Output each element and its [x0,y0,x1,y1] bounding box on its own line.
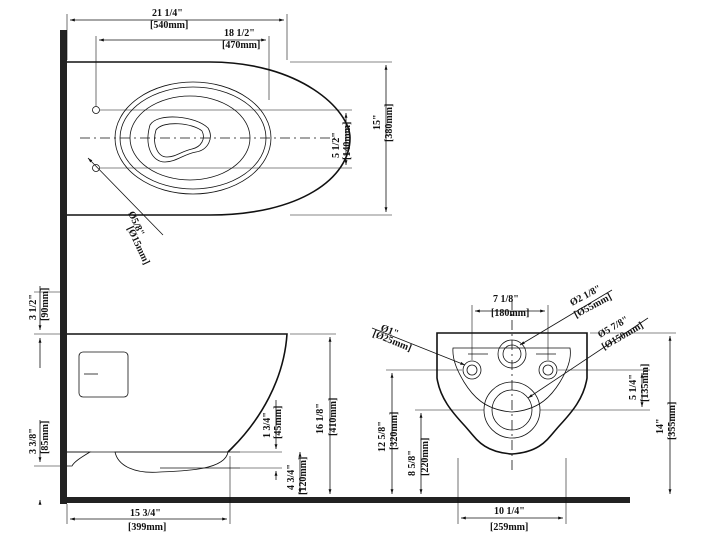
bolt-spacing-in: 5 1/2" [331,132,342,158]
bottom-offset-in: 3 3/8" [28,428,39,454]
side-view: 3 1/2" [90mm] 16 1/8" [410mm] 1 3/4" [45… [28,286,339,533]
tank-plate [78,351,129,398]
outlet-height-in: 4 3/4" [286,464,297,490]
floor-line [60,497,630,503]
bolt-spacing-mm: [140mm] [342,122,353,160]
bolt-hole-top [92,106,100,114]
projection-in: 15 3/4" [130,508,161,519]
stud-outlet-mm: [135mm] [640,364,651,402]
height-in: 16 1/8" [315,403,326,434]
bolt-front-in: 18 1/2" [224,28,255,39]
outlet-center-mm: [220mm] [420,438,431,476]
height-mm: [410mm] [328,398,339,436]
width-mm: [380mm] [384,104,395,142]
bolt-hole-mm: [Ø15mm] [124,225,151,267]
outlet-center-in: 8 5/8" [407,450,418,476]
top-view: 21 1/4" [540mm] 18 1/2" [470mm] 5 1/2" [… [66,8,395,267]
wall-line [60,30,67,504]
stud-height-mm: [320mm] [389,412,400,450]
projection-mm: [399mm] [128,522,166,533]
rear-height-mm: [355mm] [667,402,678,440]
stud-spacing-mm: [180mm] [491,308,529,319]
overall-length-mm: [540mm] [150,20,188,31]
stud-right [538,360,558,380]
outlet-rise-mm: [45mm] [273,406,284,439]
bottom-offset-mm: [85mm] [40,421,51,454]
bolt-front-mm: [470mm] [222,40,260,51]
outlet-height-mm: [120mm] [298,457,309,495]
stud-spacing-in: 7 1/8" [493,294,519,305]
bowl-outline [67,61,351,216]
rear-width-in: 10 1/4" [494,506,525,517]
rear-width-mm: [259mm] [490,522,528,533]
outlet-rise-in: 1 3/4" [262,412,273,438]
top-offset-in: 3 1/2" [28,294,39,320]
bolt-hole-bottom [92,164,100,172]
outlet-spud [67,451,92,467]
bowl-profile [67,333,288,453]
rear-outline [436,332,588,455]
rear-view: 7 1/8" [180mm] Ø2 1/8" [Ø55mm] Ø1" [Ø25m… [371,283,678,533]
drain-inner [154,123,204,158]
top-offset-mm: [90mm] [40,288,51,321]
rear-height-in: 14" [655,418,666,434]
bowl-base [114,451,229,473]
stud-left [462,360,482,380]
rear-inner-outline [452,347,571,413]
width-in: 15" [372,114,383,130]
stud-height-in: 12 5/8" [377,421,388,452]
drain-outline [147,116,211,163]
stud-outlet-in: 5 1/4" [628,374,639,400]
overall-length-in: 21 1/4" [152,8,183,19]
